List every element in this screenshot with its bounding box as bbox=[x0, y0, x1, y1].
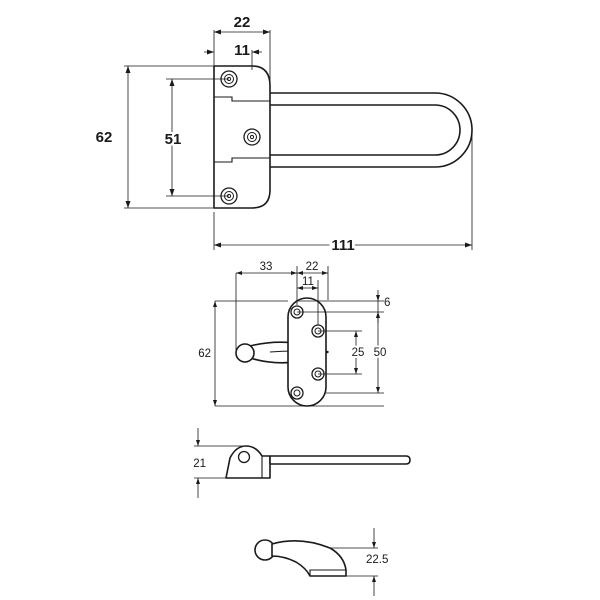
guard-base-plate bbox=[213, 65, 271, 209]
dim-top-width-hole: 11 bbox=[234, 42, 250, 59]
guard-slot-lines bbox=[214, 96, 270, 163]
dim-keeper-width-overall: 22 bbox=[306, 261, 319, 273]
dim-top-length-overall: 111 bbox=[331, 237, 354, 254]
dim-side-height: 21 bbox=[193, 458, 206, 470]
dim-top-hole-spacing: 51 bbox=[165, 131, 182, 148]
dim-top-width-overall: 22 bbox=[234, 14, 251, 31]
dim-profile-height: 22.5 bbox=[366, 554, 388, 566]
side-arm bbox=[269, 455, 411, 465]
dim-keeper-hole-spacing-small: 25 bbox=[352, 347, 365, 359]
dim-keeper-width-hole: 11 bbox=[302, 276, 314, 288]
profile-view: 22.5 bbox=[254, 528, 388, 596]
keeper-view: 33 22 11 6 62 25 50 bbox=[198, 261, 390, 407]
dim-keeper-hole-spacing-large: 50 bbox=[374, 347, 387, 359]
side-pivot bbox=[237, 450, 251, 464]
profile-lever bbox=[271, 540, 347, 577]
screw-hole-middle bbox=[243, 128, 261, 146]
keeper-knob bbox=[235, 343, 255, 363]
dim-keeper-height-overall: 62 bbox=[198, 348, 211, 360]
dim-top-height-overall: 62 bbox=[96, 129, 113, 146]
side-body bbox=[225, 445, 271, 479]
dim-keeper-top-offset: 6 bbox=[384, 297, 390, 309]
keeper-hole-4 bbox=[290, 386, 304, 400]
dim-keeper-offset: 33 bbox=[260, 261, 273, 273]
top-view: 22 11 62 51 111 bbox=[96, 14, 473, 257]
side-view: 21 bbox=[193, 428, 411, 498]
